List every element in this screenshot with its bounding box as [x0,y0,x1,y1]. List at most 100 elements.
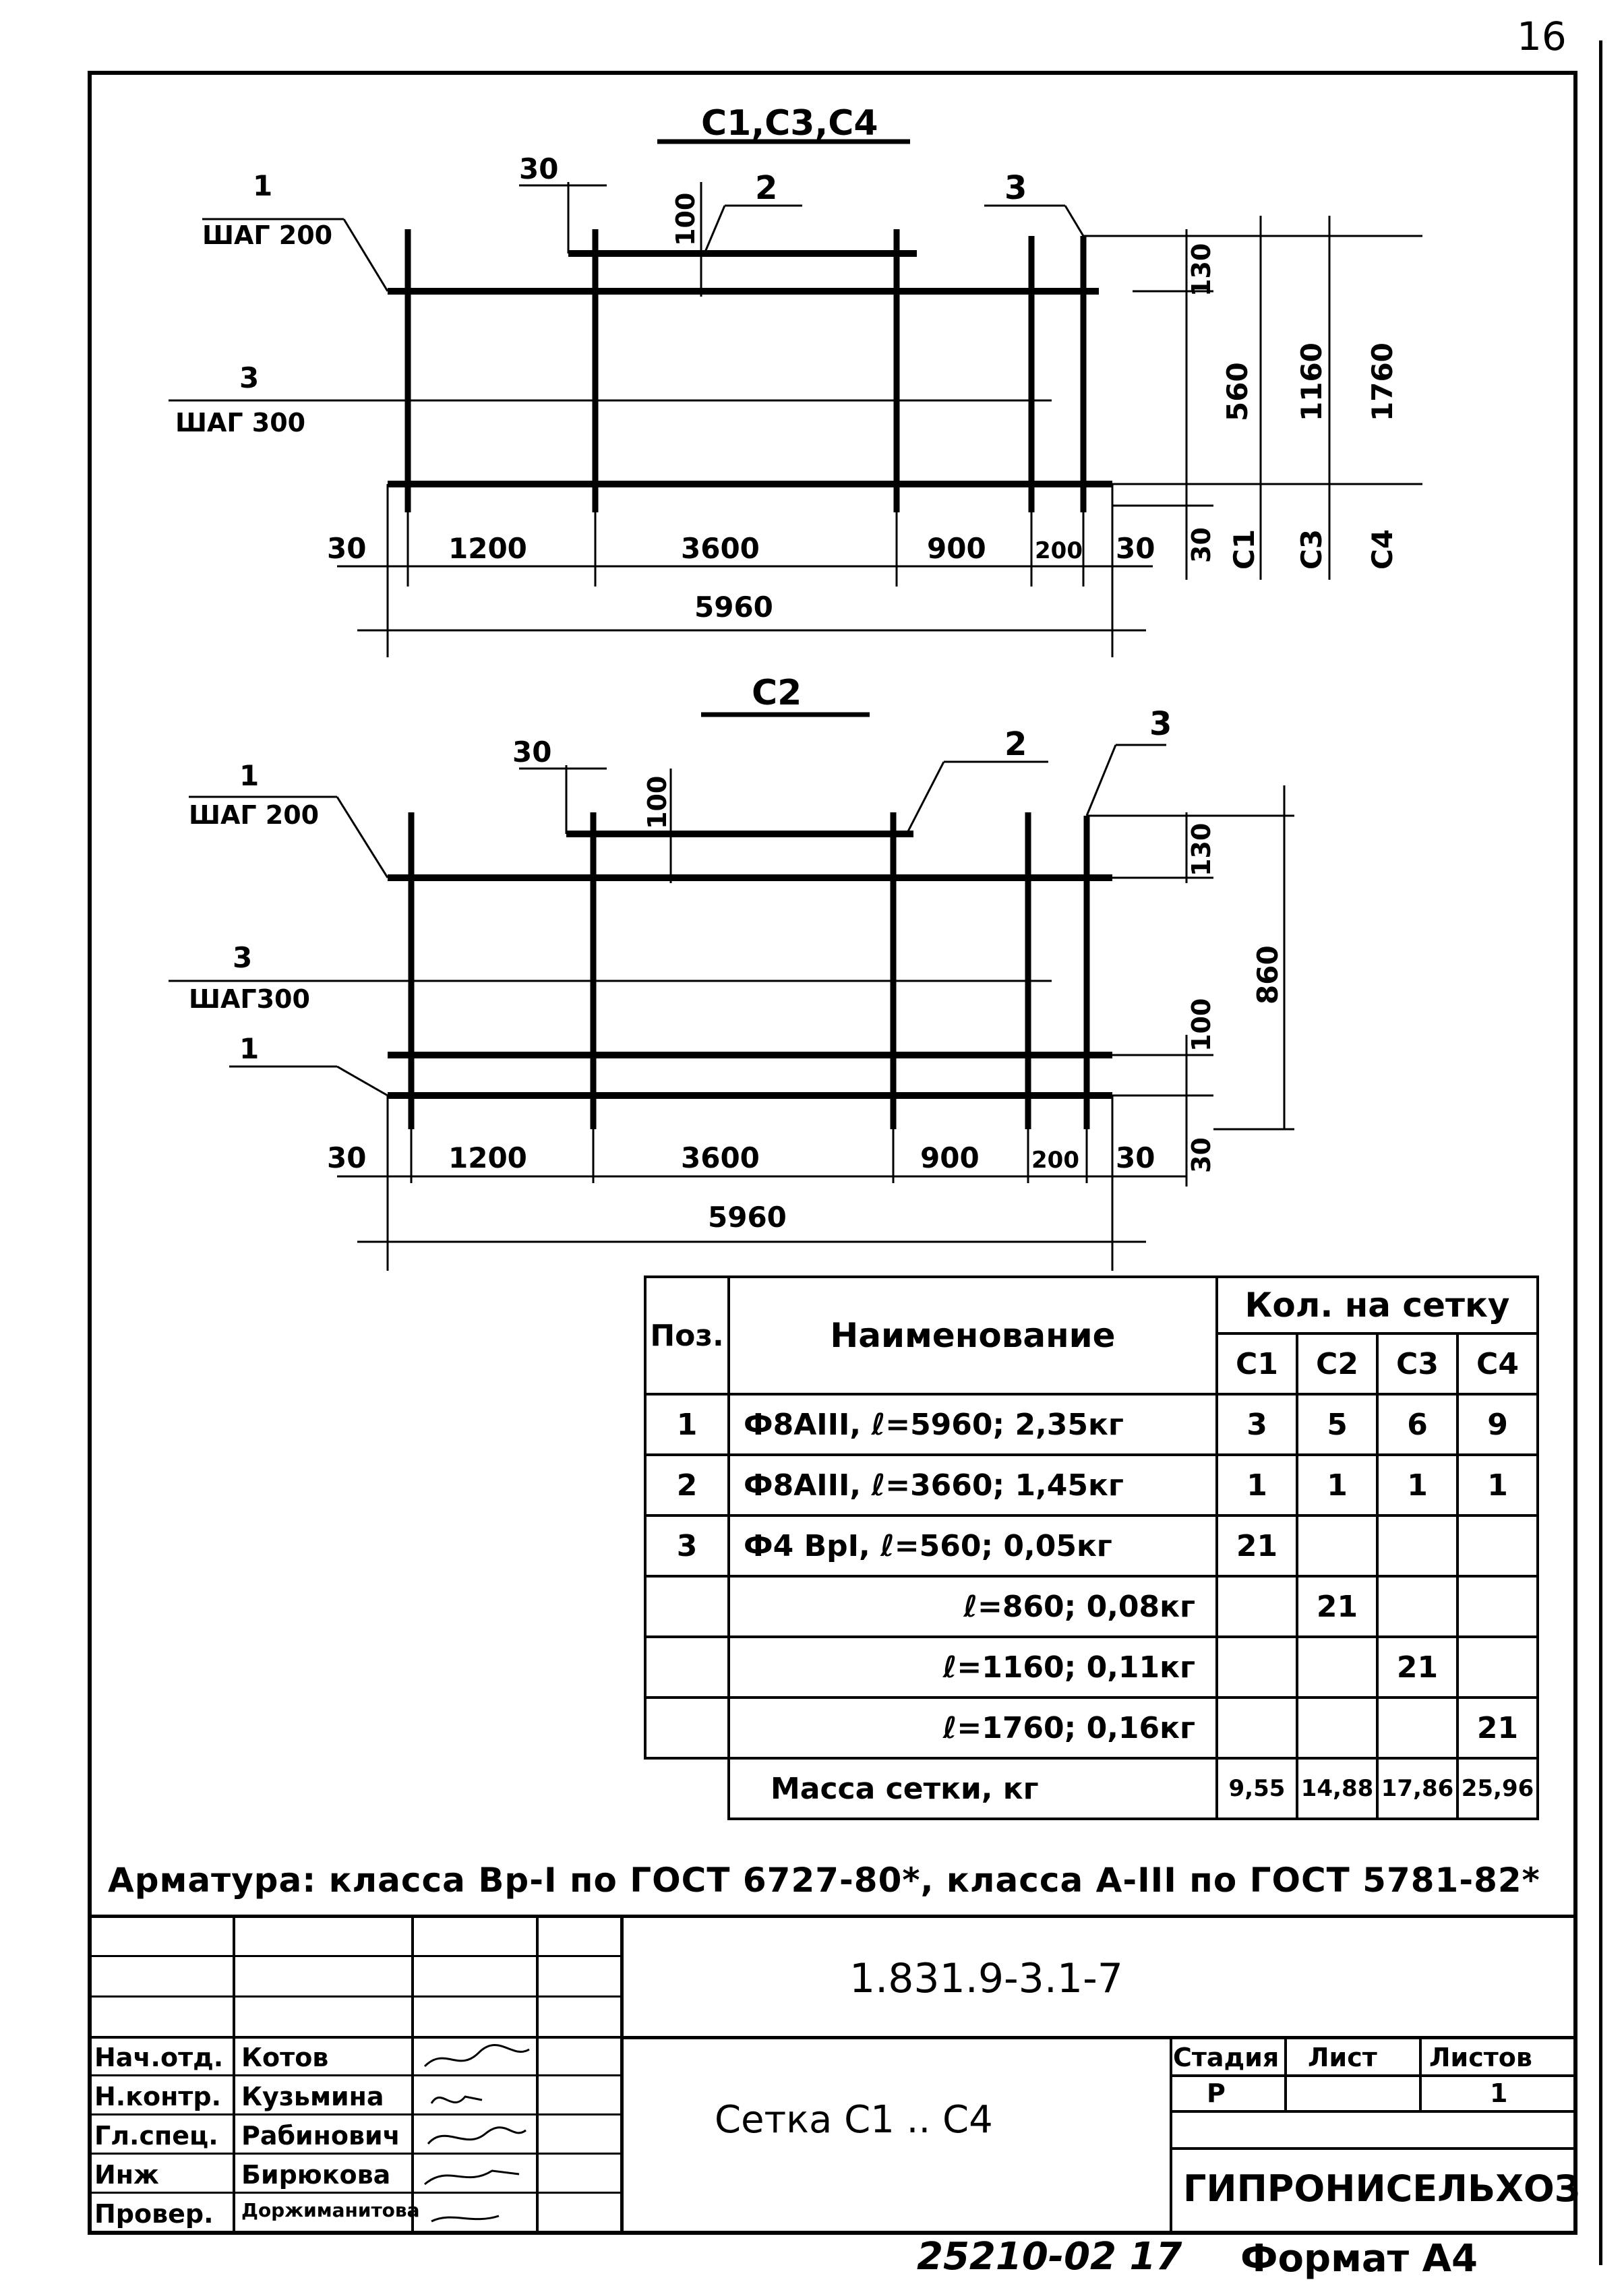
role-2: Н.контр. [94,2082,222,2111]
row-qty: 9 [1456,1393,1539,1456]
callout1-num: 1 [253,169,272,202]
row-name: Ф4 ВрI, ℓ=560; 0,05кг [727,1514,1218,1578]
d2-dim-30-right: 30 [1116,1141,1155,1174]
d2-callout1-num: 1 [239,759,259,792]
d2-callout3-num: 3 [233,941,252,974]
row-pos: 2 [644,1453,730,1517]
col-c2: С2 [1296,1332,1379,1395]
row-qty: 21 [1215,1514,1298,1578]
d2-callout1-step: ШАГ 200 [189,800,319,830]
head-qty: Кол. на сетку [1215,1275,1539,1335]
drawing1-title: С1,С3,С4 [701,103,878,144]
row-qty [1215,1635,1298,1699]
row-qty: 6 [1376,1393,1459,1456]
row-qty [1215,1696,1298,1760]
row-qty [1376,1514,1459,1578]
table-row: ℓ=860; 0,08кг 21 [644,1575,1539,1638]
mesh-drawing-c2: С2 1 ШАГ 200 3 ШАГ300 1 2 3 30 100 130 8… [169,673,1294,1271]
head-name: Наименование [727,1275,1218,1395]
reinforcement-note: Арматура: класса Вр-I по ГОСТ 6727-80*, … [108,1861,1540,1900]
label-c1: С1 [1228,529,1261,570]
dim-100: 100 [671,193,700,246]
d2-callout3-top: 3 [1149,705,1172,743]
d2-dim-100-top: 100 [642,776,672,829]
callout1-step: ШАГ 200 [202,220,332,250]
role-1: Нач.отд. [94,2043,224,2072]
stage-head: Стадия [1173,2043,1280,2072]
table-row: 1 Ф8АIII, ℓ=5960; 2,35кг 3 5 6 9 [644,1393,1539,1456]
dim-1160: 1160 [1295,342,1328,421]
table-row: 2 Ф8АIII, ℓ=3660; 1,45кг 1 1 1 1 [644,1453,1539,1517]
table-row: ℓ=1160; 0,11кг 21 [644,1635,1539,1699]
callout3-top: 3 [1004,169,1027,207]
role-4: Инж [94,2160,159,2190]
d2-dim-900: 900 [920,1141,980,1174]
row-qty [1456,1575,1539,1638]
row-qty [1296,1696,1379,1760]
row-qty: 1 [1296,1453,1379,1517]
row-pos: 3 [644,1514,730,1578]
row-qty [1376,1696,1459,1760]
row-qty: 1 [1456,1453,1539,1517]
dim-3600: 3600 [681,532,760,565]
col-c3: С3 [1376,1332,1459,1395]
dim-130: 130 [1186,243,1216,297]
dim-900: 900 [927,532,986,565]
table-row: ℓ=1760; 0,16кг 21 [644,1696,1539,1760]
dim-1760: 1760 [1366,342,1399,421]
stage-value: Р [1207,2078,1226,2108]
mass-label: Масса сетки, кг [727,1757,1218,1820]
callout2: 2 [755,169,777,207]
mass-c3: 17,86 [1376,1757,1459,1820]
format-label: Формат А4 [1240,2237,1478,2281]
dim-5960: 5960 [694,591,773,624]
row-pos [644,1635,730,1699]
sheet-number: 16 [1517,13,1567,59]
d2-dim-3600: 3600 [681,1141,760,1174]
row-qty: 21 [1376,1635,1459,1699]
d2-callout3-step: ШАГ300 [189,984,310,1014]
dim-30-top: 30 [519,152,558,185]
d2-dim-1200: 1200 [448,1141,527,1174]
row-qty [1215,1575,1298,1638]
d2-callout1b: 1 [239,1032,259,1065]
col-c4: С4 [1456,1332,1539,1395]
label-c4: С4 [1366,529,1399,570]
mass-c2: 14,88 [1296,1757,1379,1820]
row-qty [1376,1575,1459,1638]
title-block: 1.831.9-3.1-7 Сетка С1 .. С4 Стадия Лист… [88,1915,1580,2235]
row-pos [644,1696,730,1760]
row-qty [1456,1635,1539,1699]
sheet-head: Лист [1308,2043,1377,2072]
row-qty: 1 [1215,1453,1298,1517]
name-3: Рабинович [241,2121,400,2151]
row-qty [1296,1635,1379,1699]
callout3-step: ШАГ 300 [175,408,305,438]
d2-dim-30-left: 30 [327,1141,366,1174]
d2-dim-5960: 5960 [708,1201,787,1234]
d2-callout2: 2 [1004,725,1027,763]
row-pos [644,1575,730,1638]
row-qty: 21 [1456,1696,1539,1760]
row-name: ℓ=860; 0,08кг [727,1575,1218,1638]
row-name: ℓ=1160; 0,11кг [727,1635,1218,1699]
row-pos: 1 [644,1393,730,1456]
mesh-drawing-c1-c3-c4: С1,С3,С4 1 ШАГ 200 3 ШАГ 300 2 3 30 100 … [169,103,1422,657]
mass-row: Масса сетки, кг 9,55 14,88 17,86 25,96 [645,1757,1539,1820]
name-4: Бирюкова [241,2160,391,2190]
dim-560: 560 [1221,362,1254,421]
callout3-num: 3 [239,361,259,394]
drawing2-title: С2 [752,673,802,713]
d2-dim-30-top: 30 [512,735,551,769]
row-qty: 5 [1296,1393,1379,1456]
row-qty: 3 [1215,1393,1298,1456]
role-3: Гл.спец. [94,2121,218,2151]
specification-table: Поз. Наименование Кол. на сетку С1 С2 С3… [644,1275,1539,1820]
name-2: Кузьмина [241,2082,384,2111]
col-c1: С1 [1215,1332,1298,1395]
role-5: Провер. [94,2199,214,2229]
row-name: Ф8АIII, ℓ=5960; 2,35кг [727,1393,1218,1456]
doc-code: 1.831.9-3.1-7 [849,1955,1123,2002]
sheets-head: Листов [1429,2043,1532,2072]
table-row: 3 Ф4 ВрI, ℓ=560; 0,05кг 21 [644,1514,1539,1578]
